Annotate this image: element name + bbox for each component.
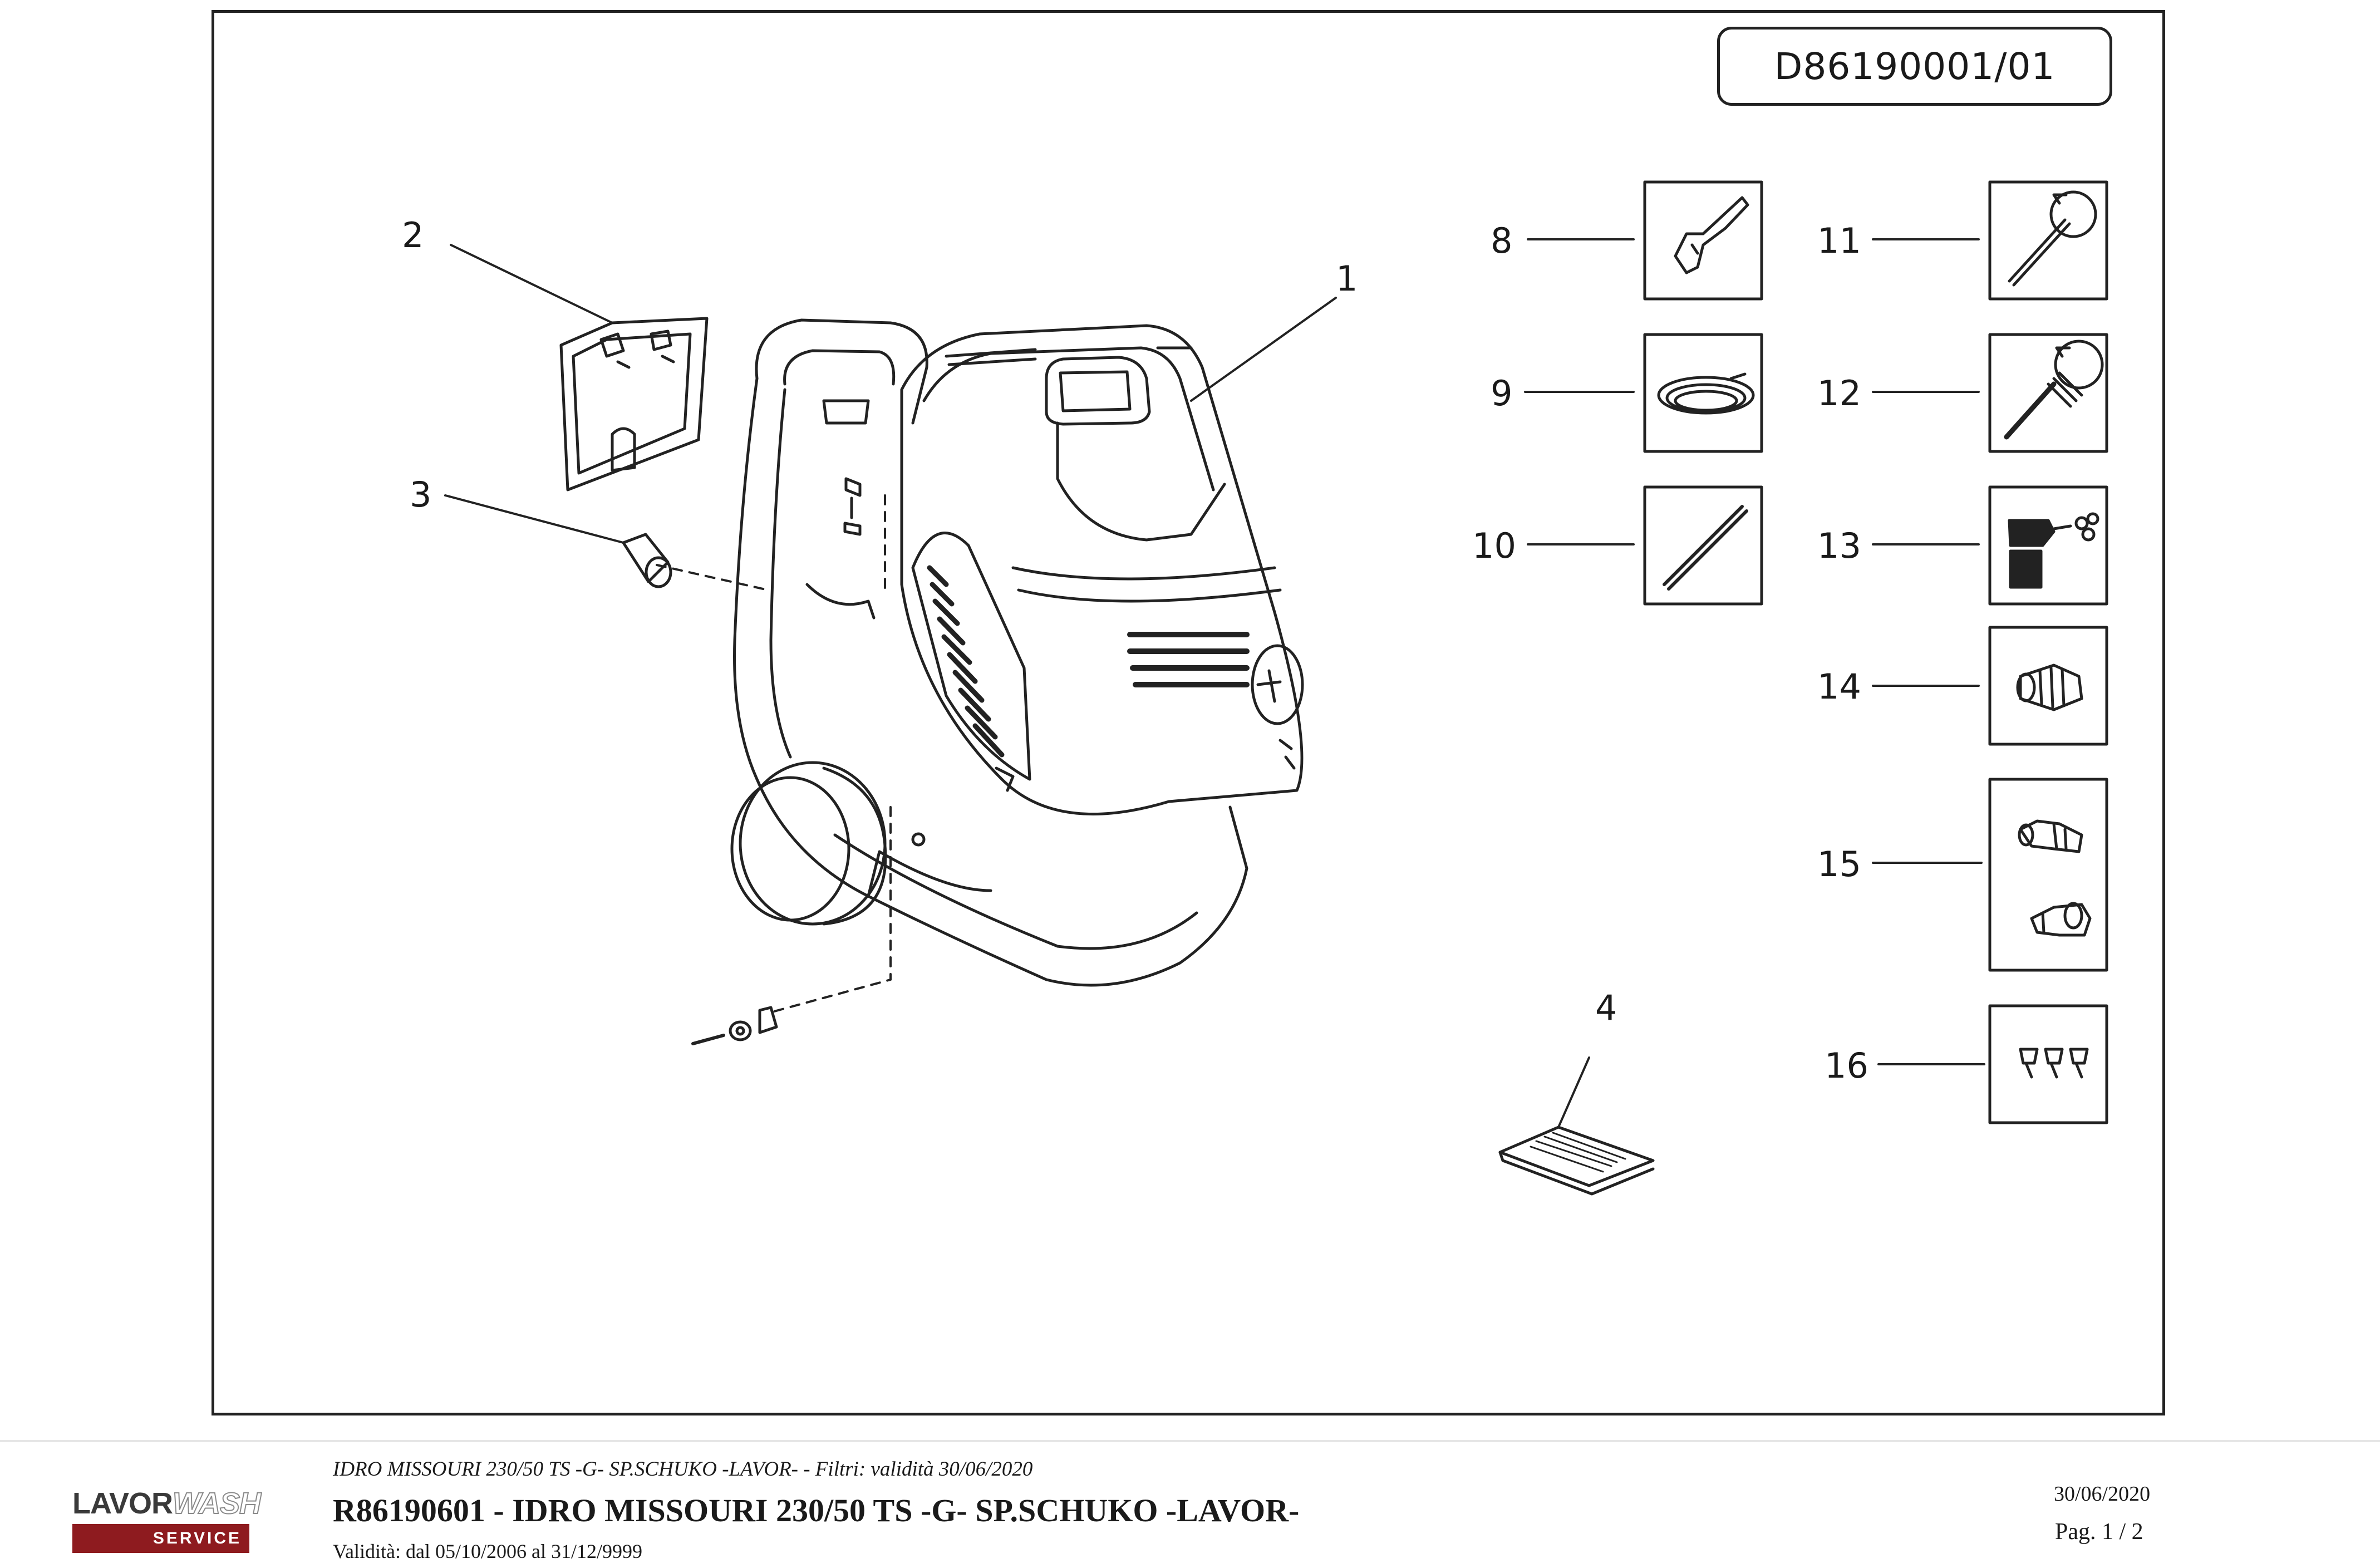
callout-14: 14: [1817, 666, 1861, 707]
nozzle-set-icon: [2019, 1048, 2089, 1079]
footer-divider: [0, 1440, 2380, 1442]
callout-11: 11: [1817, 220, 1861, 261]
bottom-fasteners: [691, 1006, 778, 1045]
logo-service-bar: SERVICE: [72, 1524, 249, 1553]
footer-page-number: Pag. 1 / 2: [2055, 1519, 2143, 1545]
callout-8: 8: [1491, 220, 1513, 261]
quick-coupling-icon: [2016, 663, 2083, 711]
logo-brand-left: LAVOR: [72, 1487, 173, 1520]
callout-13: 13: [1817, 525, 1861, 566]
callout-16: 16: [1825, 1045, 1868, 1086]
callout-9: 9: [1491, 373, 1513, 414]
logo-service-text: SERVICE: [153, 1529, 242, 1547]
hose-coil-icon: [1657, 372, 1755, 415]
document-code: D86190001/01: [1774, 45, 2056, 88]
manual-part: [1498, 1125, 1655, 1196]
callout-10: 10: [1472, 525, 1516, 566]
rotating-brush-lance-icon: [2004, 340, 2104, 440]
hose-connector-set-icon: [2018, 819, 2092, 937]
rotating-nozzle-lance-icon: [2008, 190, 2097, 287]
footer-subtitle: IDRO MISSOURI 230/50 TS -G- SP.SCHUKO -L…: [333, 1458, 1033, 1481]
callout-3: 3: [410, 474, 432, 515]
document-code-box: D86190001/01: [1717, 27, 2112, 106]
diagram-frame: [212, 10, 2165, 1415]
leader-lines: [444, 238, 1985, 1128]
footer-date: 30/06/2020: [2054, 1482, 2151, 1506]
cover-panel-part: [559, 317, 709, 491]
callout-12: 12: [1817, 373, 1861, 414]
lance-icon: [1663, 505, 1748, 591]
callout-2: 2: [402, 215, 424, 255]
accessory-boxes: [1643, 180, 2108, 1124]
footer-title: R86190601 - IDRO MISSOURI 230/50 TS -G- …: [333, 1492, 1300, 1528]
callout-4: 4: [1595, 987, 1617, 1028]
logo-brand-right: WASH: [172, 1486, 262, 1521]
pressure-washer-body: [656, 318, 1304, 1014]
plug-part: [622, 533, 672, 588]
footer-validity: Validità: dal 05/10/2006 al 31/12/9999: [333, 1540, 642, 1562]
callout-1: 1: [1336, 258, 1358, 299]
exploded-diagram: [444, 180, 2108, 1196]
callout-15: 15: [1817, 844, 1861, 884]
spray-gun-icon: [1674, 196, 1749, 274]
foam-sprayer-icon: [2008, 512, 2099, 589]
